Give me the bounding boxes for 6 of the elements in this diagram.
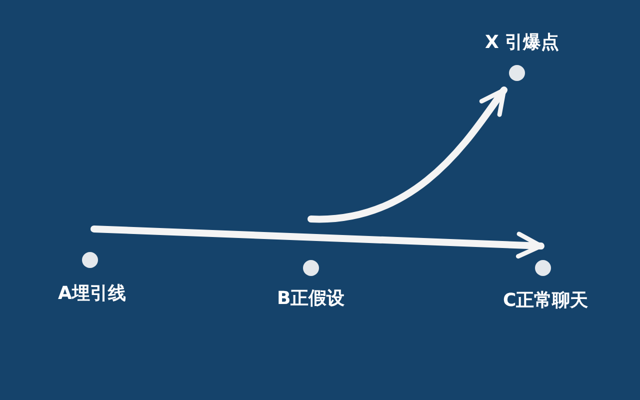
stage-label: X 引爆点 [485, 31, 560, 54]
chalk-arrow [308, 86, 508, 222]
stage-label: C正常聊天 [503, 289, 588, 312]
stage-label: A埋引线 [58, 282, 126, 305]
stage-label: B正假设 [277, 287, 345, 310]
chalk-arrow [90, 226, 544, 259]
